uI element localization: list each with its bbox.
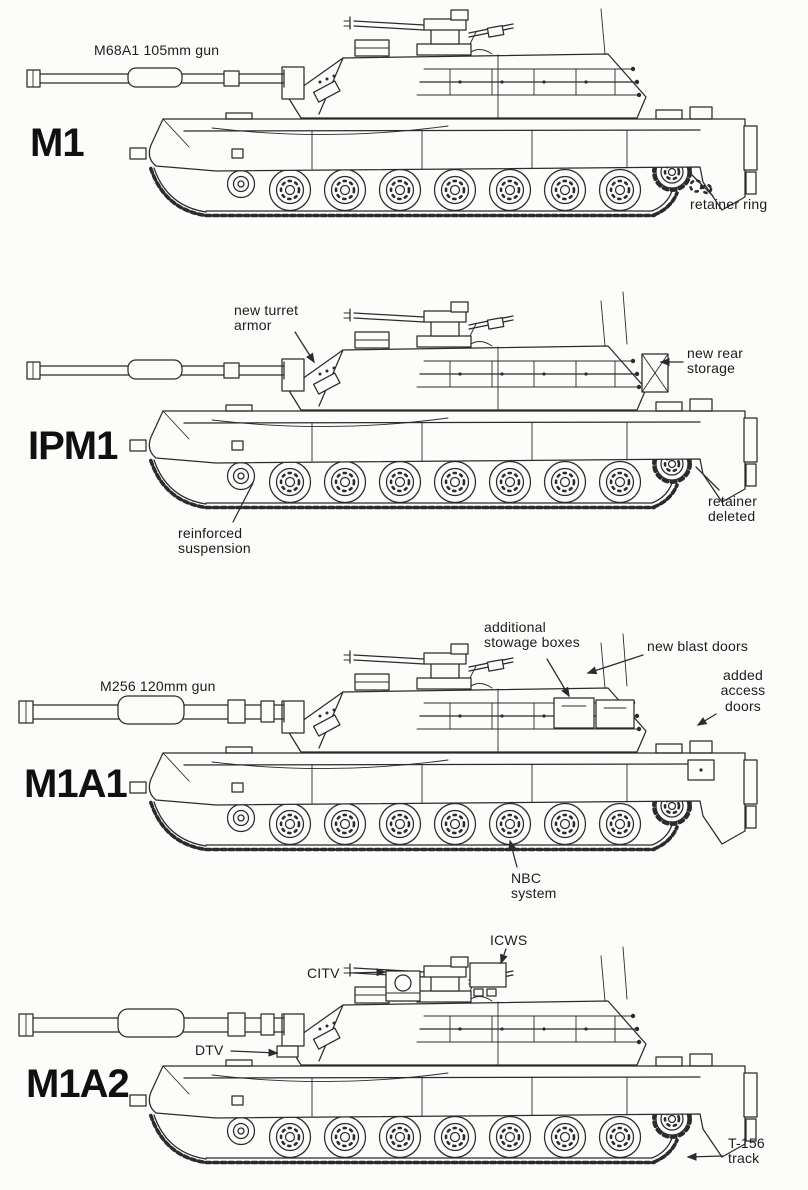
antenna: [622, 291, 628, 345]
label-new-turret-armor: new turret armor: [234, 302, 299, 334]
label-reinforced-suspension: reinforced suspension: [178, 525, 251, 557]
label-retainer-ring: retainer ring: [690, 196, 768, 212]
variant-title-m1a1: M1A1: [24, 762, 128, 806]
nbc-system-arrow: [508, 839, 518, 868]
ipm1-tank-drawing: [26, 291, 758, 508]
t156-track-arrow: [686, 1152, 724, 1161]
dtv-unit: [276, 1045, 299, 1058]
dtv-arrow: [230, 1048, 279, 1057]
label-retainer-deleted: retainer deleted: [708, 493, 758, 525]
label-new-blast-doors: new blast doors: [647, 638, 749, 654]
reinforced-suspension-leader: [232, 482, 254, 523]
m1a1-tank-drawing: [18, 633, 758, 850]
label-m68a1-gun: M68A1 105mm gun: [94, 42, 220, 58]
stowage-box: [553, 697, 595, 729]
icws-station: [469, 962, 507, 988]
retainer-ring-part: [701, 183, 713, 195]
retainer-deleted-leader: [695, 466, 720, 491]
variant-title-ipm1: IPM1: [28, 424, 118, 468]
label-m256-gun: M256 120mm gun: [100, 678, 216, 694]
label-icws: ICWS: [490, 932, 528, 948]
leader-lines: [230, 171, 724, 1161]
new-blast-doors-arrow: [586, 654, 644, 675]
m1a2-tank-drawing: [18, 946, 758, 1163]
retainer-ring-part: [689, 179, 703, 193]
retainer-ring-leader: [688, 171, 714, 197]
variant-title-m1a2: M1A2: [26, 1062, 130, 1106]
label-nbc-system: NBC system: [511, 870, 557, 902]
variant-title-m1: M1: [30, 121, 85, 165]
stowage-box: [595, 699, 635, 729]
label-dtv: DTV: [195, 1042, 224, 1058]
antenna: [622, 633, 628, 687]
icws-arrow: [500, 948, 508, 965]
label-citv: CITV: [307, 965, 340, 981]
new-turret-armor-arrow: [294, 331, 315, 364]
additional-stowage-arrow: [546, 658, 570, 698]
label-new-rear-storage: new rear storage: [687, 345, 744, 377]
citv-arrow: [349, 968, 387, 977]
label-t156-track: T-156 track: [728, 1135, 765, 1167]
label-added-access-doors: added access doors: [720, 667, 766, 714]
m1-tank-drawing: [26, 8, 758, 216]
antenna: [622, 946, 628, 1000]
label-additional-stowage: additional stowage boxes: [484, 619, 580, 651]
added-access-doors-arrow: [696, 713, 717, 726]
